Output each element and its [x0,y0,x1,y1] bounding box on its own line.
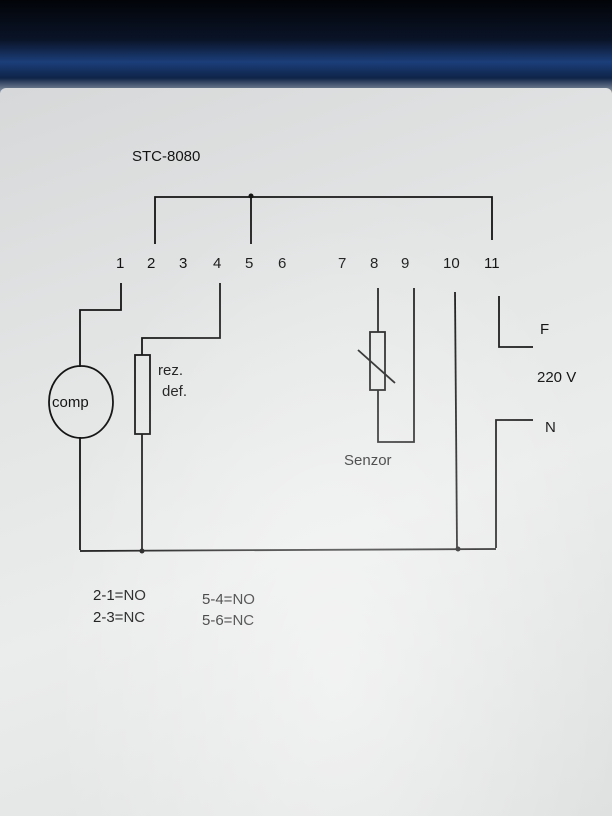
terminal-9: 9 [401,255,409,272]
heater-label-line2: def. [162,383,187,400]
relay-legend: 2-1=NO 2-3=NC 5-4=NO 5-6=NC [93,587,255,629]
sensor-thermistor-symbol [369,331,386,391]
monitor-screen [0,88,612,816]
heater-label-line1: rez. [158,362,183,379]
top-bus-wire [154,193,493,244]
legend-relay1-no: 2-1=NO [93,587,146,604]
voltage-label: 220 V [537,369,576,386]
legend-relay2-nc: 5-6=NC [202,612,254,629]
legend-relay1-nc: 2-3=NC [93,609,145,626]
terminal-10-wire [454,291,458,549]
phase-wire [498,296,533,348]
compressor-branch: comp [48,283,122,550]
compressor-symbol [48,365,114,439]
sensor-branch: Senzor [344,288,415,469]
junction-dot-top [248,193,254,199]
phase-label: F [540,321,549,338]
defrost-heater-branch: rez. def. [134,283,221,551]
terminal-2: 2 [147,255,155,272]
junction-dot-bottom-left [139,548,145,554]
terminal-numbers: 1 2 3 4 5 6 7 8 9 10 11 [116,255,500,272]
heater-resistor-symbol [134,354,151,435]
junction-dot-bottom-right [455,546,461,552]
monitor-bezel [0,0,612,100]
terminal-6: 6 [278,255,286,272]
terminal-1: 1 [116,255,124,272]
terminal-8: 8 [370,255,378,272]
terminal-11: 11 [484,255,500,272]
legend-relay2-no: 5-4=NO [202,591,255,608]
terminal-5: 5 [245,255,253,272]
terminal-4: 4 [213,255,221,272]
diagram-title: STC-8080 [132,148,200,165]
bottom-bus-wire [79,546,497,554]
terminal-3: 3 [179,255,187,272]
neutral-wire [495,419,533,548]
terminal-10: 10 [443,255,460,272]
sensor-label: Senzor [344,452,392,469]
compressor-label: comp [52,394,89,411]
neutral-label: N [545,419,556,436]
terminal-7: 7 [338,255,346,272]
